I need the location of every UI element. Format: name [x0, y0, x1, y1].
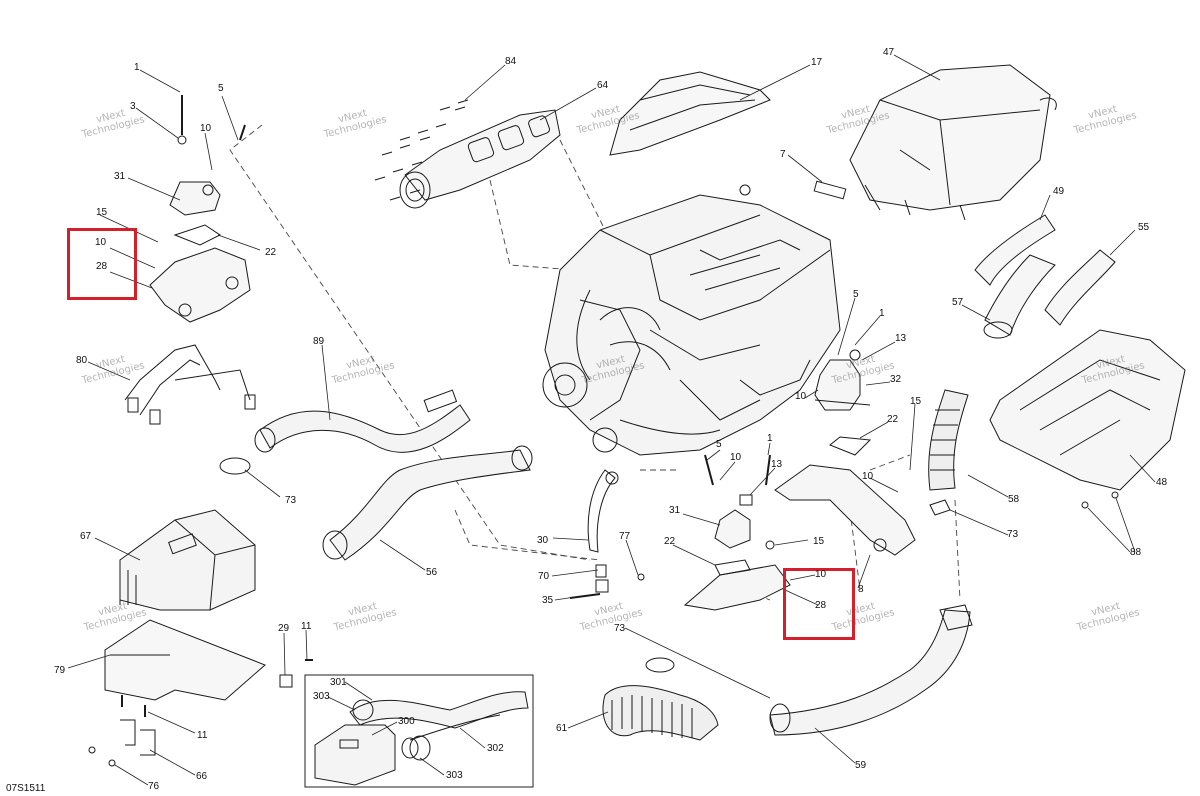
bolt-88b	[1111, 491, 1119, 499]
mount-bracket-8	[774, 464, 916, 556]
callout-label: 59	[855, 760, 867, 771]
callout-label: 88	[1130, 547, 1142, 558]
callout-label: 301	[330, 677, 347, 688]
small-hardware-lower-left	[88, 659, 313, 767]
panel-79	[104, 619, 266, 701]
callout-label: 55	[1138, 222, 1150, 233]
callout-label: 17	[811, 57, 823, 68]
callout-label: 47	[883, 47, 895, 58]
callout-label: 66	[196, 771, 208, 782]
callout-label: 10	[200, 123, 212, 134]
hose-58	[928, 389, 969, 491]
air-box-47	[849, 64, 1057, 221]
bolt-set	[374, 99, 469, 201]
assembly-guide-lines	[229, 124, 961, 601]
callout-label: 77	[619, 531, 631, 542]
callout-label: 73	[614, 623, 626, 634]
inset-parts	[314, 691, 529, 786]
clamp-73-left	[219, 457, 251, 475]
callout-label: 11	[301, 621, 312, 632]
callout-label: 302	[487, 743, 504, 754]
callout-label: 1	[134, 62, 140, 73]
callout-label: 7	[780, 149, 786, 160]
hose-89	[254, 389, 471, 453]
callout-label: 5	[218, 83, 224, 94]
callout-label: 30	[537, 535, 549, 546]
decal-7	[813, 180, 847, 200]
callout-label: 10	[95, 237, 107, 248]
callout-label: 11	[197, 730, 208, 741]
callout-label: 15	[910, 396, 922, 407]
callout-label: 70	[538, 571, 550, 582]
callout-label: 56	[426, 567, 438, 578]
lower-housing-48	[989, 329, 1186, 491]
callout-label: 84	[505, 56, 517, 67]
straps-80	[124, 344, 256, 425]
callout-label: 8	[858, 584, 864, 595]
callout-label: 48	[1156, 477, 1168, 488]
callout-label: 303	[313, 691, 330, 702]
callout-label: 10	[795, 391, 807, 402]
callout-label: 49	[1053, 186, 1065, 197]
callout-label: 15	[96, 207, 108, 218]
highlight-box-upper-left	[67, 228, 137, 300]
callout-label: 64	[597, 80, 609, 91]
callout-label: 303	[446, 770, 463, 781]
leader-lines	[67, 54, 1156, 786]
callout-label: 67	[80, 531, 92, 542]
callout-label: 28	[815, 600, 827, 611]
callout-label: 22	[664, 536, 676, 547]
callout-label: 73	[1007, 529, 1019, 540]
callout-label: 89	[313, 336, 325, 347]
callout-label: 10	[815, 569, 827, 580]
callout-label: 57	[952, 297, 964, 308]
callout-label: 3	[130, 101, 136, 112]
callout-label: 15	[813, 536, 825, 547]
engine-cover-17	[609, 71, 771, 156]
callout-label: 10	[730, 452, 742, 463]
callout-label: 79	[54, 665, 66, 676]
center-lower-parts	[569, 454, 791, 611]
callout-label: 32	[890, 374, 902, 385]
highlight-box-lower-center	[783, 568, 855, 640]
clamp-73-right	[929, 499, 951, 516]
callout-label: 76	[148, 781, 160, 792]
heat-exchanger-67	[119, 509, 256, 611]
callout-label: 61	[556, 723, 568, 734]
callout-label: 80	[76, 355, 88, 366]
callout-label: 10	[862, 471, 874, 482]
callout-label: 5	[716, 439, 722, 450]
callout-label: 31	[114, 171, 126, 182]
callout-label: 58	[1008, 494, 1020, 505]
engine-mount-right	[814, 349, 872, 456]
detail-inset-box	[304, 674, 534, 788]
callout-label: 28	[96, 261, 108, 272]
callout-label: 13	[771, 459, 783, 470]
intake-tubes	[974, 214, 1116, 339]
callout-label: 1	[767, 433, 773, 444]
callout-label: 22	[887, 414, 899, 425]
callout-label: 300	[398, 716, 415, 727]
callout-label: 13	[895, 333, 907, 344]
engine-block	[542, 184, 841, 456]
callout-label: 31	[669, 505, 681, 516]
figure-code: 07S1511	[6, 783, 46, 794]
bolt-88a	[1081, 501, 1089, 509]
callout-label: 1	[879, 308, 885, 319]
throttle-body-manifold	[399, 109, 561, 209]
callout-label: 5	[853, 289, 859, 300]
callout-label: 22	[265, 247, 277, 258]
hose-56	[322, 445, 533, 561]
callout-label: 29	[278, 623, 290, 634]
callout-label: 73	[285, 495, 297, 506]
hose-61	[602, 657, 719, 741]
mount-bracket-left-upper	[149, 95, 251, 323]
duct-59	[769, 604, 973, 736]
callout-label: 35	[542, 595, 554, 606]
